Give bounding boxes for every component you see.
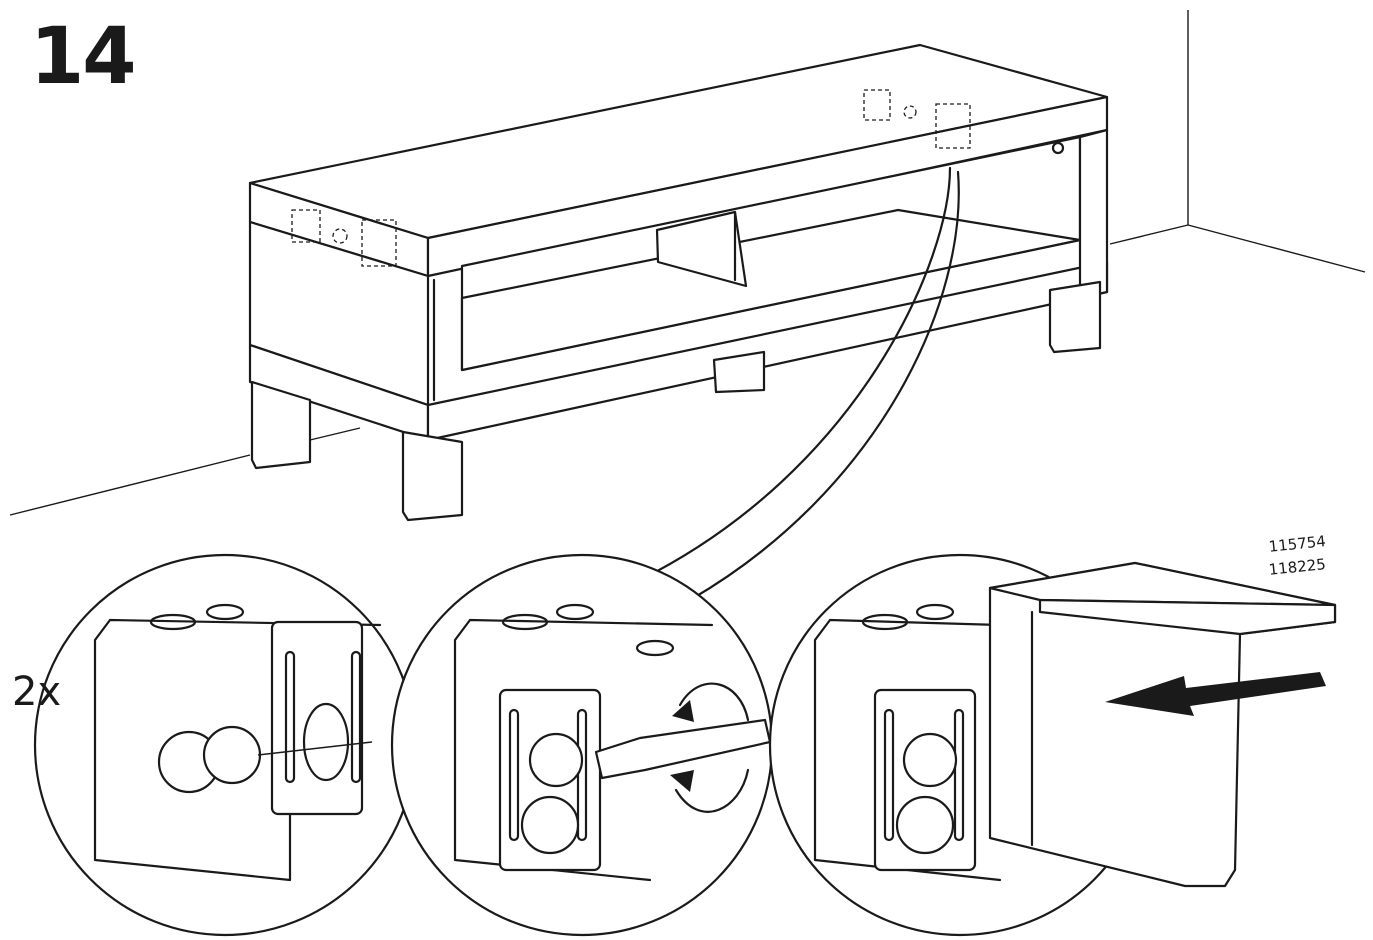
callout-tail [638, 166, 960, 602]
removal-arrow [1105, 672, 1326, 716]
room-lines [9, 10, 1366, 516]
detail-circle-1 [33, 553, 417, 937]
tv-bench [248, 43, 1109, 522]
step-number: 14 [30, 12, 137, 102]
quantity-label: 2x [12, 669, 62, 715]
detail-circle-2 [390, 553, 774, 937]
protective-cover [988, 561, 1337, 888]
